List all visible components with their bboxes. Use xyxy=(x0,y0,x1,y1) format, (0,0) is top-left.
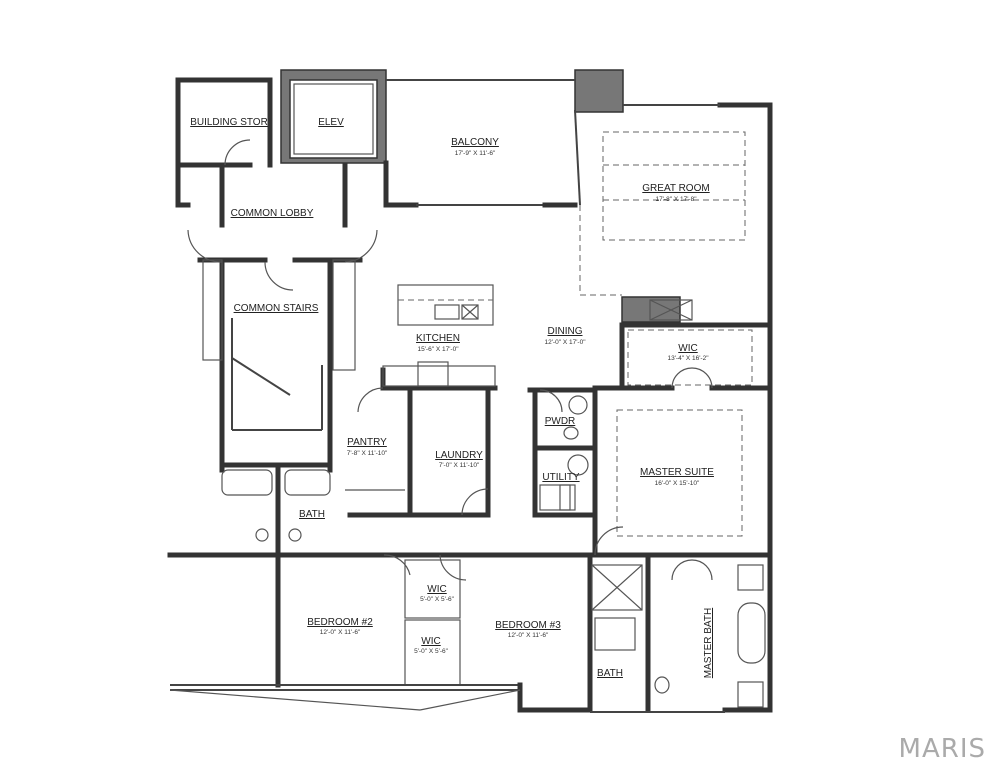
room-dims-balcony: 17'-9" X 11'-6" xyxy=(455,150,496,157)
room-dims-wic-upper: 5'-0" X 5'-6" xyxy=(420,596,455,603)
room-label-pantry: PANTRY xyxy=(347,437,387,448)
room-label-balcony: BALCONY xyxy=(451,137,499,148)
room-label-bedroom3: BEDROOM #3 xyxy=(495,620,561,631)
room-label-kitchen: KITCHEN xyxy=(416,333,460,344)
room-label-laundry: LAUNDRY xyxy=(435,450,483,461)
room-label-common-lobby: COMMON LOBBY xyxy=(231,208,314,219)
room-label-utility: UTILITY xyxy=(542,472,580,483)
room-dims-laundry: 7'-0" X 11'-10" xyxy=(439,462,480,469)
range xyxy=(417,361,449,387)
room-label-common-stairs: COMMON STAIRS xyxy=(234,303,319,314)
room-label-wic-master: WIC xyxy=(678,343,697,354)
room-labels: BUILDING STOR ELEV BALCONY 17'-9" X 11'-… xyxy=(190,117,714,679)
room-dims-great-room: 17'-8" X 17'-8" xyxy=(655,196,697,203)
room-label-great-room: GREAT ROOM xyxy=(642,183,709,194)
room-label-pwdr: PWDR xyxy=(545,416,576,427)
column xyxy=(574,69,624,113)
kitchen-island xyxy=(397,284,494,326)
room-dims-dining: 12'-0" X 17'-0" xyxy=(544,339,586,346)
room-label-bedroom2: BEDROOM #2 xyxy=(307,617,373,628)
room-label-dining: DINING xyxy=(548,326,583,337)
room-label-master-bath: MASTER BATH xyxy=(703,608,714,678)
room-label-bath-hall: BATH xyxy=(299,509,325,520)
room-label-wic-upper: WIC xyxy=(427,584,446,595)
room-dims-wic-master: 13'-4" X 16'-2" xyxy=(667,355,709,362)
room-label-wic-lower: WIC xyxy=(421,636,440,647)
room-label-building-stor: BUILDING STOR xyxy=(190,117,268,128)
bathtub xyxy=(737,602,766,664)
room-label-elev: ELEV xyxy=(318,117,344,128)
elevator-shaft xyxy=(280,69,387,164)
maris-watermark: MARIS xyxy=(898,734,986,764)
room-dims-kitchen: 15'-6" X 17'-0" xyxy=(417,346,459,353)
room-dims-wic-lower: 5'-0" X 5'-6" xyxy=(414,648,449,655)
room-label-bath3: BATH xyxy=(597,668,623,679)
room-dims-bedroom2: 12'-0" X 11'-6" xyxy=(320,629,361,636)
kitchen-sink xyxy=(434,304,460,320)
room-dims-bedroom3: 12'-0" X 11'-6" xyxy=(508,632,549,639)
walls xyxy=(167,77,773,713)
room-label-master-suite: MASTER SUITE xyxy=(640,467,714,478)
room-dims-pantry: 7'-8" X 11'-10" xyxy=(347,450,388,457)
room-dims-master-suite: 16'-0" X 15'-10" xyxy=(655,480,700,487)
